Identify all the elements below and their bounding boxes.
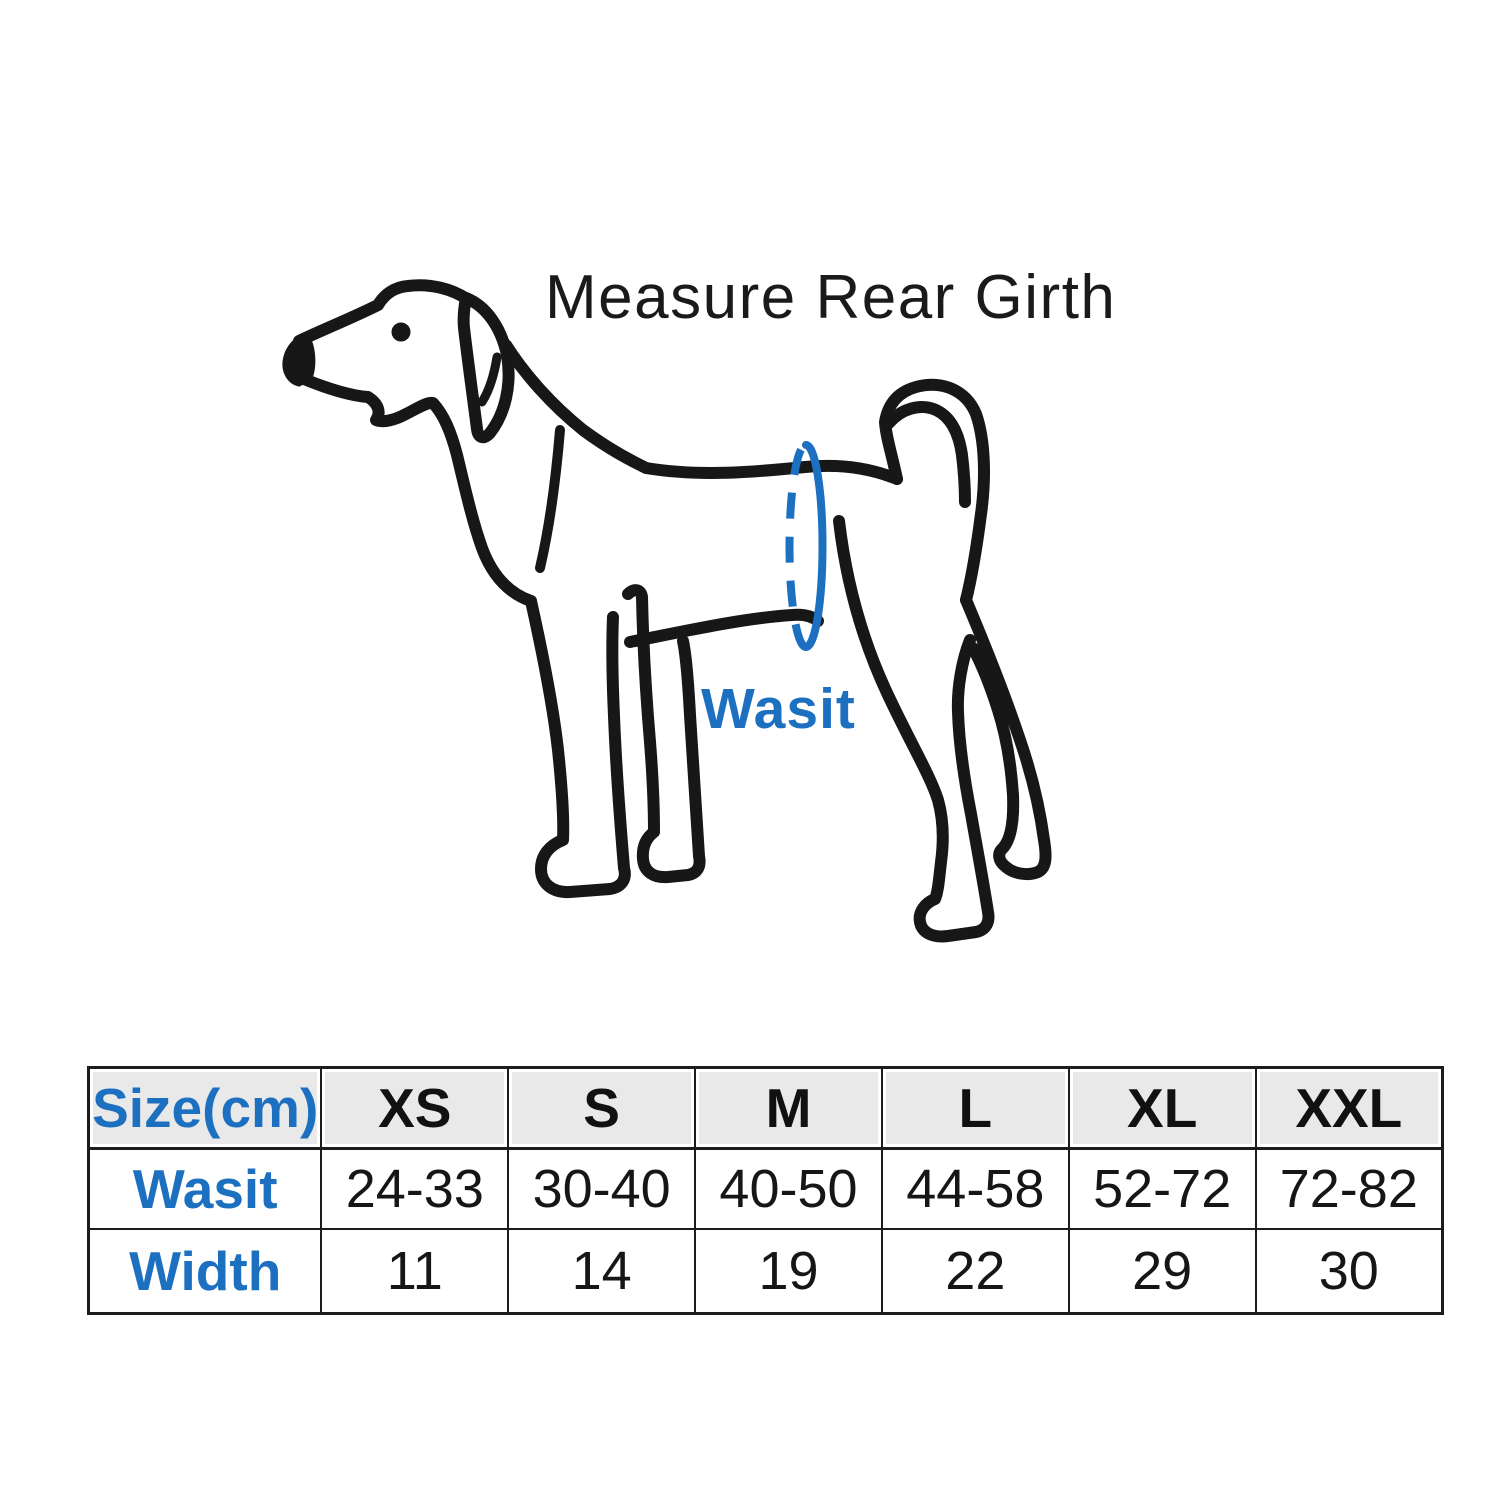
header-cell-l: L — [880, 1066, 1070, 1150]
dog-belly — [624, 608, 824, 648]
waist-value-xxl: 72-82 — [1254, 1147, 1444, 1230]
size-table-row-width: Width 11 14 19 22 29 30 — [87, 1228, 1444, 1315]
dog-rear-leg-far — [960, 594, 1052, 881]
dog-ear — [457, 292, 515, 444]
width-value-xs: 11 — [320, 1228, 510, 1315]
size-table: Size(cm) XS S M L XL XXL Wasit 24-33 30-… — [87, 1066, 1444, 1315]
dog-nose — [282, 334, 316, 387]
header-cell-xl: XL — [1067, 1066, 1257, 1150]
waist-value-xl: 52-72 — [1067, 1147, 1257, 1230]
dog-front-leg-far — [622, 584, 706, 884]
measure-ellipse-solid-arc — [802, 441, 827, 651]
waist-value-l: 44-58 — [880, 1147, 1070, 1230]
dog-shoulder-line — [535, 425, 565, 573]
dog-muzzle-throat — [298, 373, 537, 607]
header-cell-xxl: XXL — [1254, 1066, 1444, 1150]
header-cell-size-cm: Size(cm) — [87, 1066, 323, 1150]
row-label-width: Width — [87, 1228, 323, 1315]
width-value-l: 22 — [880, 1228, 1070, 1315]
dog-back — [500, 339, 903, 485]
header-cell-m: M — [694, 1066, 883, 1150]
width-value-xl: 29 — [1067, 1228, 1257, 1315]
size-table-row-waist: Wasit 24-33 30-40 40-50 44-58 52-72 72-8… — [87, 1147, 1444, 1230]
waist-label: Wasit — [701, 677, 856, 741]
waist-value-m: 40-50 — [694, 1147, 883, 1230]
width-value-s: 14 — [507, 1228, 697, 1315]
dog-ear-fold — [477, 352, 502, 407]
header-cell-xs: XS — [320, 1066, 510, 1150]
width-value-xxl: 30 — [1254, 1228, 1444, 1315]
waist-measure-ellipse — [785, 441, 827, 651]
waist-value-xs: 24-33 — [320, 1147, 510, 1230]
dog-rear-leg-near — [833, 515, 995, 943]
waist-value-s: 30-40 — [507, 1147, 697, 1230]
size-table-header-row: Size(cm) XS S M L XL XXL — [87, 1066, 1444, 1150]
width-value-m: 19 — [694, 1228, 883, 1315]
dog-tail-inner — [883, 401, 971, 508]
dog-head-top — [293, 279, 473, 347]
dog-outline — [282, 279, 1052, 943]
measure-ellipse-dashed-arc — [785, 441, 808, 651]
header-cell-s: S — [507, 1066, 697, 1150]
dog-front-leg-near — [525, 595, 631, 899]
diagram-title: Measure Rear Girth — [545, 263, 1117, 332]
row-label-waist: Wasit — [87, 1147, 323, 1230]
dog-eye — [391, 322, 411, 342]
